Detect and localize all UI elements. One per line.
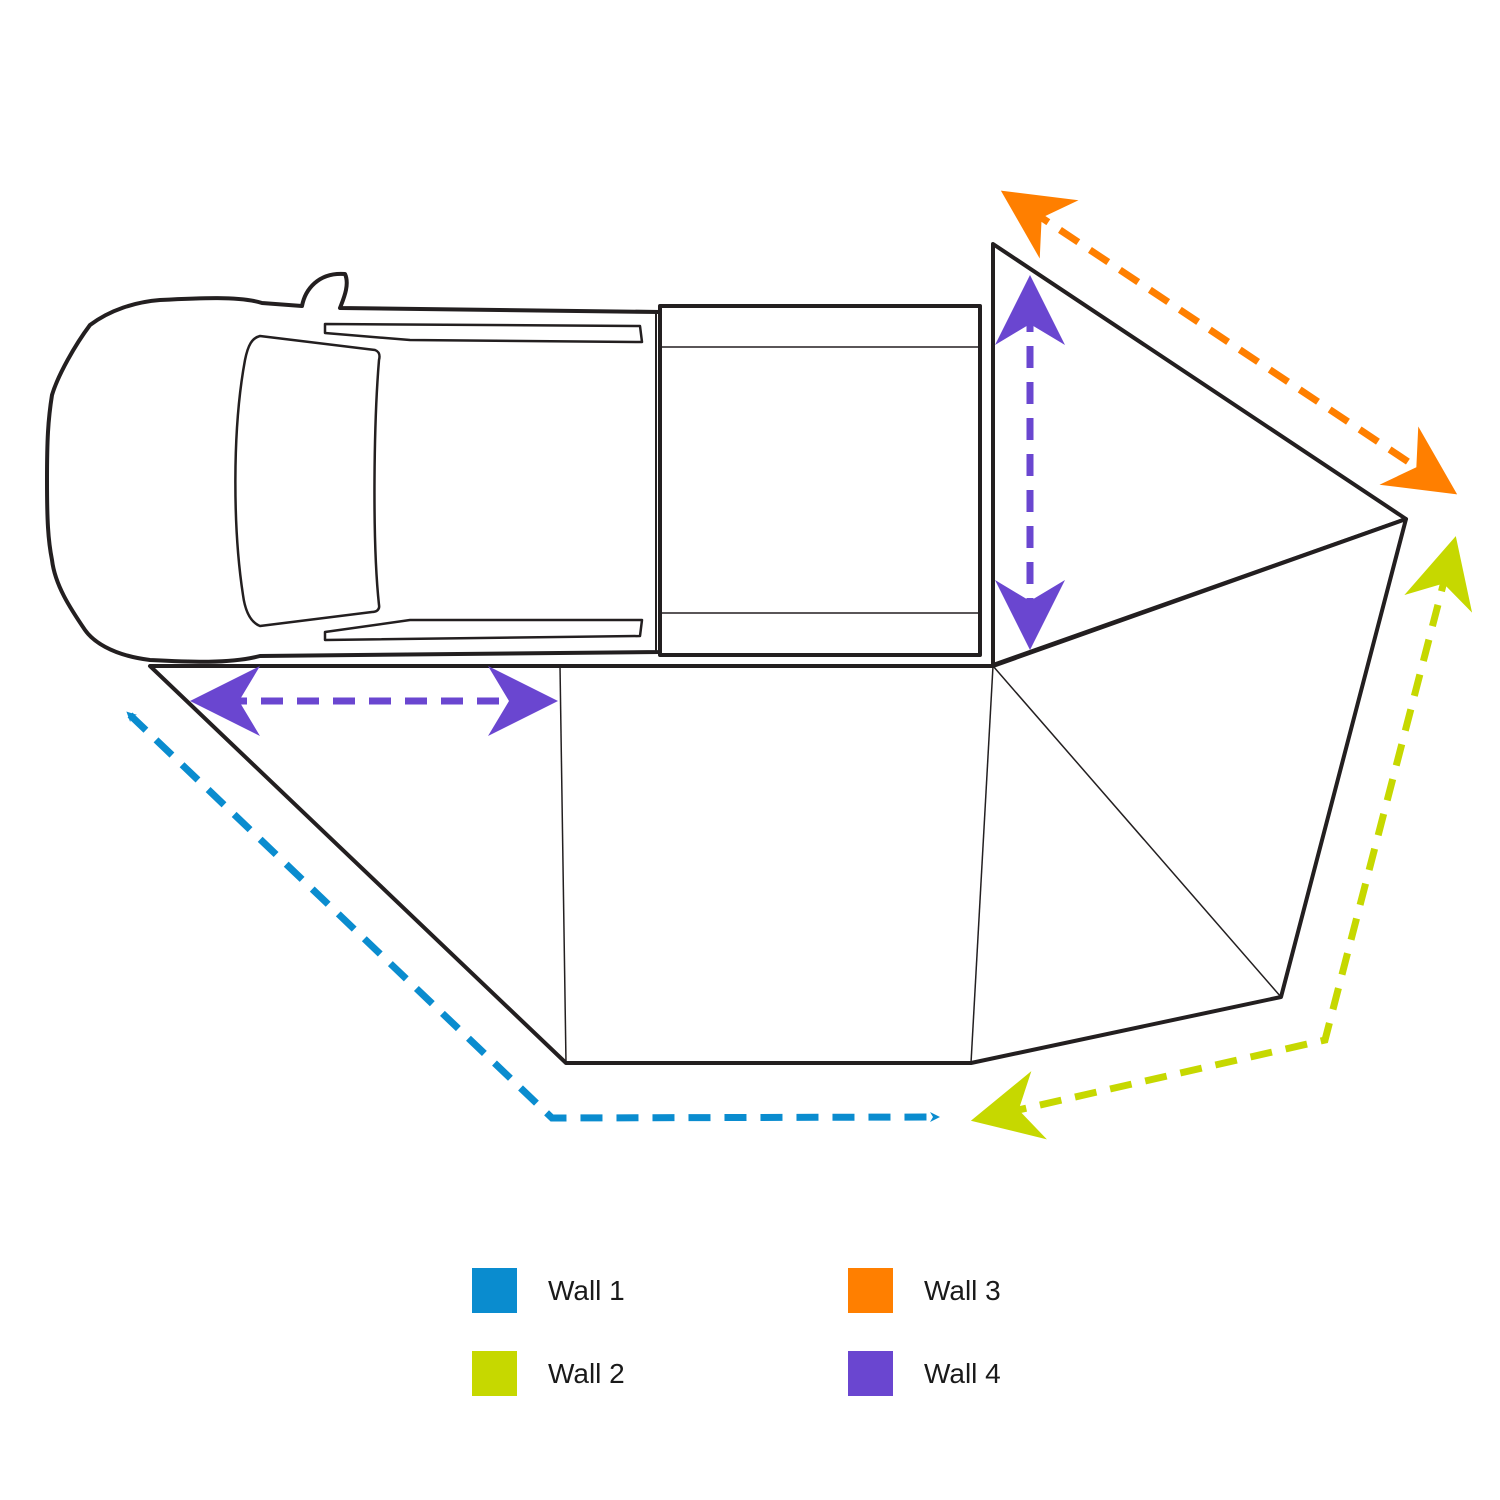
wall1-arrow	[126, 711, 940, 1123]
legend-swatch-wall4	[848, 1351, 893, 1396]
wall2-arrow	[970, 536, 1473, 1140]
legend-swatch-wall3	[848, 1268, 893, 1313]
truck-bed	[658, 304, 982, 657]
legend-label: Wall 4	[924, 1357, 1001, 1389]
truck-roof-rail-bottom	[323, 618, 644, 642]
legend-item-wall4: Wall 4	[848, 1351, 1001, 1396]
legend-item-wall2: Wall 2	[472, 1351, 625, 1396]
legend-label: Wall 2	[548, 1357, 625, 1389]
legend-label: Wall 3	[924, 1274, 1001, 1306]
legend-item-wall3: Wall 3	[848, 1268, 1001, 1313]
truck	[45, 271, 982, 664]
wall3-arrow	[1000, 190, 1458, 495]
legend-item-wall1: Wall 1	[472, 1268, 625, 1313]
truck-roof-rail-top	[323, 322, 644, 344]
legend-label: Wall 1	[548, 1274, 625, 1306]
truck-windshield	[234, 334, 381, 628]
legend-swatch-wall2	[472, 1351, 517, 1396]
legend-swatch-wall1	[472, 1268, 517, 1313]
